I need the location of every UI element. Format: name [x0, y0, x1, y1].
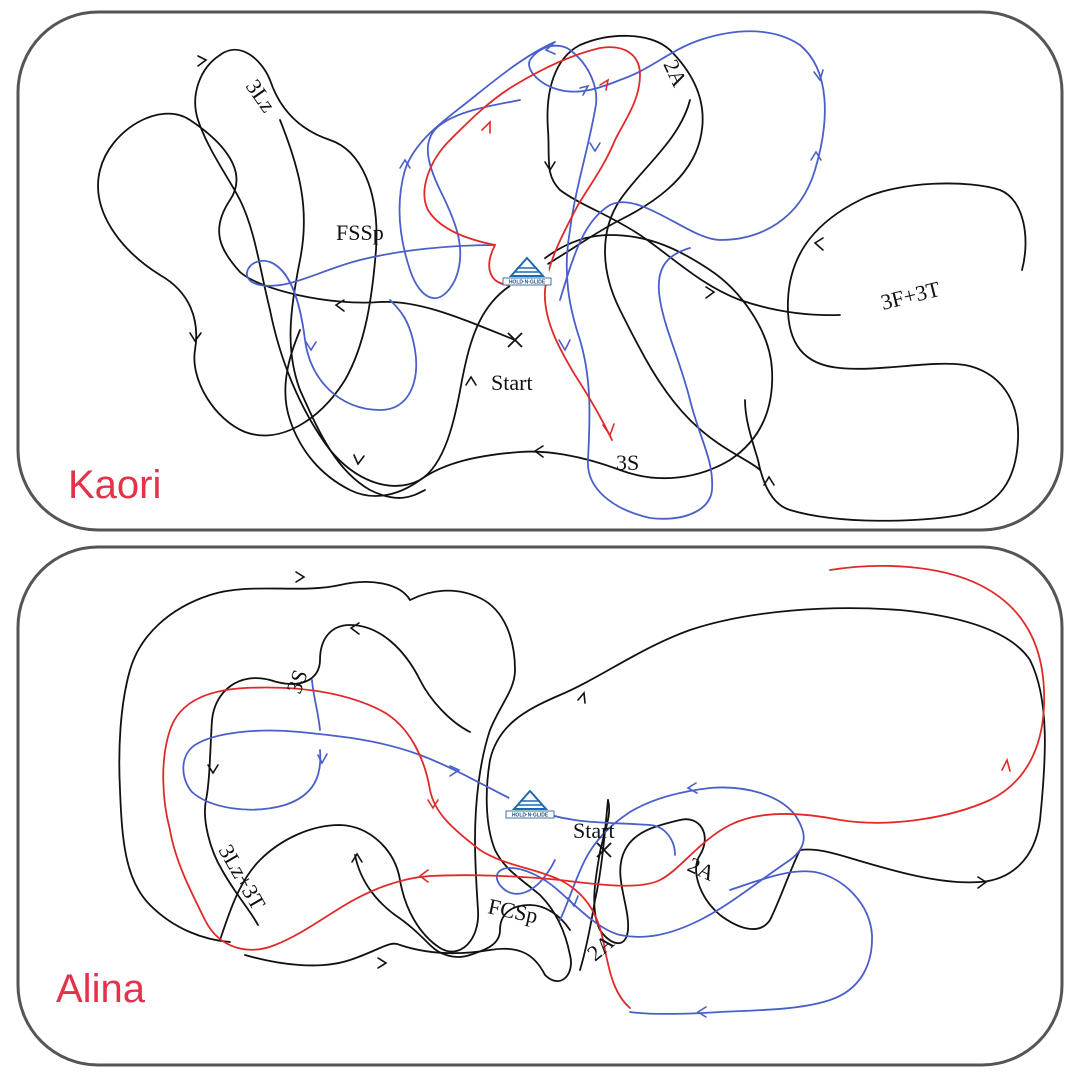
kaori-panel: HOLD·N·GLIDE 3Lz 2A FSSp 3F+3T Start 3S …: [16, 10, 1064, 532]
kaori-label-start: Start: [491, 370, 533, 395]
kaori-logo: HOLD·N·GLIDE: [502, 250, 552, 294]
alina-black-path-5: [204, 624, 471, 926]
kaori-name: Kaori: [68, 463, 161, 507]
alina-label-start: Start: [573, 818, 615, 843]
alina-black-path-3: [219, 589, 516, 953]
kaori-logo-text: HOLD·N·GLIDE: [509, 280, 546, 286]
alina-arrowheads: [207, 571, 1011, 1018]
kaori-black-path-4: [604, 99, 761, 471]
alina-blue-path-2: [311, 679, 321, 731]
kaori-black-path: [97, 34, 841, 487]
kaori-blue-path-3: [246, 244, 496, 411]
alina-red-path: [162, 565, 1046, 1009]
kaori-black-path-5: [279, 119, 426, 499]
alina-black-path: [244, 607, 1046, 982]
kaori-blue-path-2: [398, 41, 556, 299]
kaori-arrowheads: [189, 43, 824, 486]
kaori-black-path-2: [744, 182, 1027, 522]
alina-black-path-6: [354, 854, 571, 958]
alina-logo-text: HOLD·N·GLIDE: [512, 813, 549, 819]
alina-start-marker: [596, 842, 612, 858]
kaori-black-path-3: [284, 234, 774, 497]
alina-name: Alina: [56, 967, 146, 1011]
alina-blue-path-3: [496, 786, 805, 938]
alina-blue-path-4: [629, 870, 873, 1015]
alina-logo: HOLD·N·GLIDE: [505, 783, 555, 827]
kaori-label-fssp: FSSp: [336, 220, 384, 245]
kaori-red-path: [423, 46, 641, 441]
kaori-start-marker: [507, 332, 523, 348]
alina-black-path-7: [579, 799, 609, 971]
alina-panel: HOLD·N·GLIDE 3S Start 2A 3Lz+3T FCSp 2A …: [16, 545, 1064, 1067]
alina-black-path-4: [118, 581, 411, 943]
kaori-blue-path: [528, 30, 826, 520]
alina-black-path-2: [593, 799, 801, 945]
kaori-label-3s: 3S: [616, 450, 639, 475]
alina-blue-path: [182, 729, 676, 856]
